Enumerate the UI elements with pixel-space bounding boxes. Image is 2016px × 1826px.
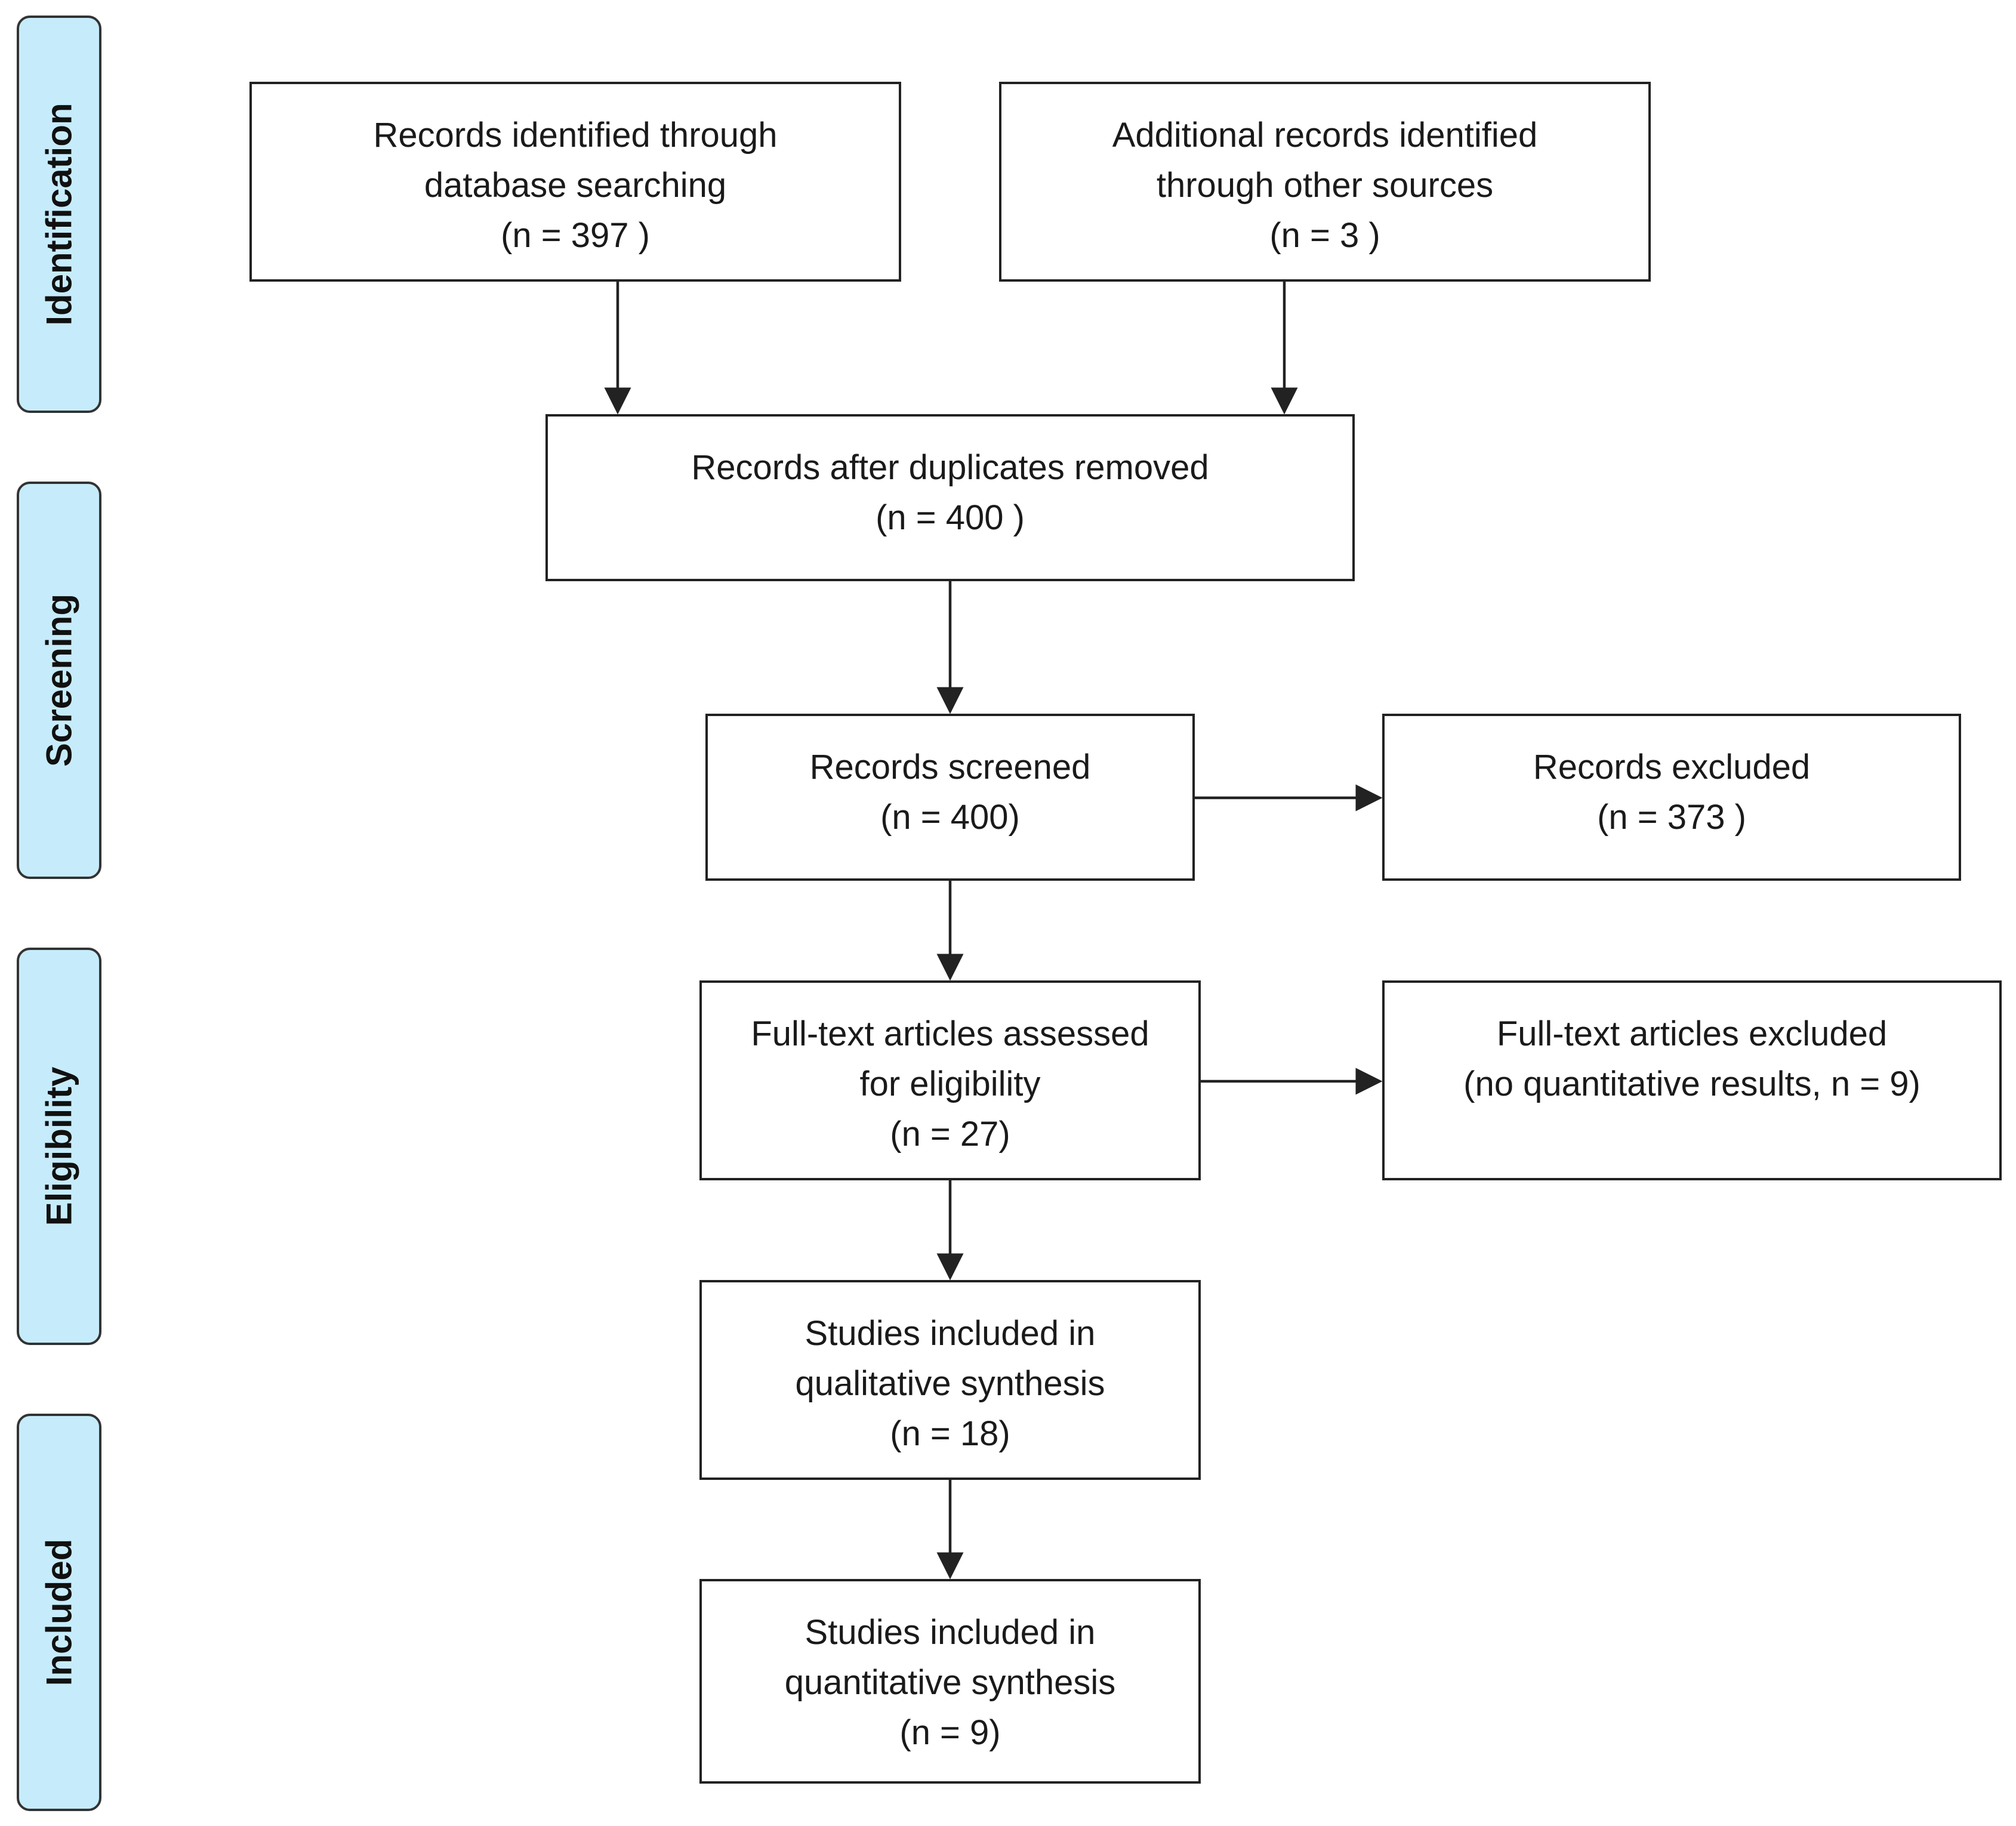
box-count: (no quantitative results, n = 9) bbox=[1463, 1065, 1921, 1103]
box-count: (n = 3 ) bbox=[1269, 216, 1380, 255]
box-records-excluded: Records excluded (n = 373 ) bbox=[1382, 714, 1961, 881]
box-additional-records: Additional records identified through ot… bbox=[999, 82, 1651, 282]
box-text: Records identified through bbox=[373, 116, 778, 155]
box-count: (n = 400) bbox=[880, 798, 1020, 837]
box-text: Full-text articles excluded bbox=[1496, 1014, 1888, 1053]
box-quantitative-synthesis: Studies included in quantitative synthes… bbox=[699, 1579, 1201, 1784]
box-qualitative-synthesis: Studies included in qualitative synthesi… bbox=[699, 1280, 1201, 1480]
box-count: (n = 397 ) bbox=[501, 216, 650, 255]
box-text: Additional records identified bbox=[1112, 116, 1538, 155]
box-text: Records excluded bbox=[1533, 748, 1811, 786]
box-records-screened: Records screened (n = 400) bbox=[705, 714, 1195, 881]
box-count: (n = 27) bbox=[890, 1115, 1010, 1153]
box-duplicates-removed: Records after duplicates removed (n = 40… bbox=[545, 414, 1355, 581]
box-text: for eligibility bbox=[859, 1065, 1041, 1103]
box-count: (n = 373 ) bbox=[1597, 798, 1746, 837]
box-count: (n = 18) bbox=[890, 1414, 1010, 1453]
box-text: Records after duplicates removed bbox=[691, 448, 1209, 487]
box-fulltext-excluded: Full-text articles excluded (no quantita… bbox=[1382, 980, 2002, 1180]
box-count: (n = 9) bbox=[899, 1713, 1001, 1752]
phase-screening: Screening bbox=[17, 482, 101, 879]
box-database-search: Records identified through database sear… bbox=[249, 82, 901, 282]
box-fulltext-assessed: Full-text articles assessed for eligibil… bbox=[699, 980, 1201, 1180]
box-text: Studies included in bbox=[804, 1314, 1096, 1353]
box-text: database searching bbox=[424, 166, 727, 205]
box-count: (n = 400 ) bbox=[876, 498, 1025, 537]
box-text: through other sources bbox=[1156, 166, 1494, 205]
box-text: quantitative synthesis bbox=[784, 1663, 1116, 1702]
phase-included: Included bbox=[17, 1414, 101, 1811]
phase-eligibility: Eligibility bbox=[17, 948, 101, 1345]
box-text: Full-text articles assessed bbox=[751, 1014, 1149, 1053]
box-text: Studies included in bbox=[804, 1613, 1096, 1652]
box-text: Records screened bbox=[809, 748, 1091, 786]
phase-identification: Identification bbox=[17, 16, 101, 413]
box-text: qualitative synthesis bbox=[795, 1364, 1105, 1403]
